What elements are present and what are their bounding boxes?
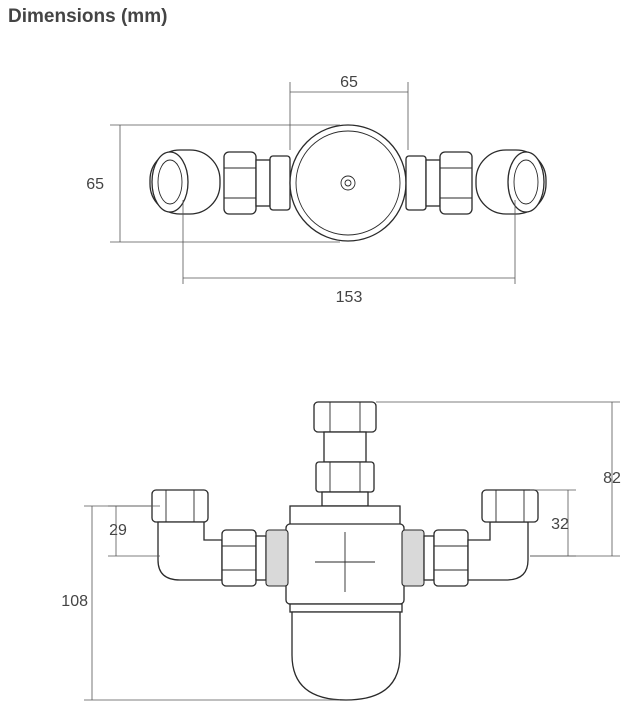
top-dim-width: 65 <box>289 74 409 150</box>
front-dim-right-tall: 82 <box>376 401 621 557</box>
front-dim-right-tall-label: 82 <box>603 470 621 487</box>
top-dim-overall-label: 153 <box>336 289 363 306</box>
top-right-nut <box>405 151 473 215</box>
front-body <box>285 505 405 701</box>
front-dim-left-small: 29 <box>108 505 160 557</box>
top-view: 65 65 153 <box>86 74 547 306</box>
front-dim-left-tall: 108 <box>61 505 340 701</box>
front-dim-left-small-label: 29 <box>109 522 127 539</box>
front-dim-left-tall-label: 108 <box>61 593 88 610</box>
top-dim-height: 65 <box>86 124 340 243</box>
top-body <box>289 124 407 242</box>
page-title: Dimensions (mm) <box>8 6 168 27</box>
top-left-elbow <box>149 149 221 215</box>
top-right-elbow <box>475 149 547 215</box>
front-right-inlet <box>401 489 539 587</box>
front-left-inlet <box>151 489 289 587</box>
front-dim-right-small-label: 32 <box>551 516 569 533</box>
top-dim-width-label: 65 <box>340 74 358 91</box>
top-dim-overall: 153 <box>182 200 516 306</box>
front-top-outlet <box>313 401 377 507</box>
front-view: 29 108 32 82 <box>61 401 621 701</box>
top-left-nut <box>223 151 291 215</box>
top-dim-height-label: 65 <box>86 176 104 193</box>
